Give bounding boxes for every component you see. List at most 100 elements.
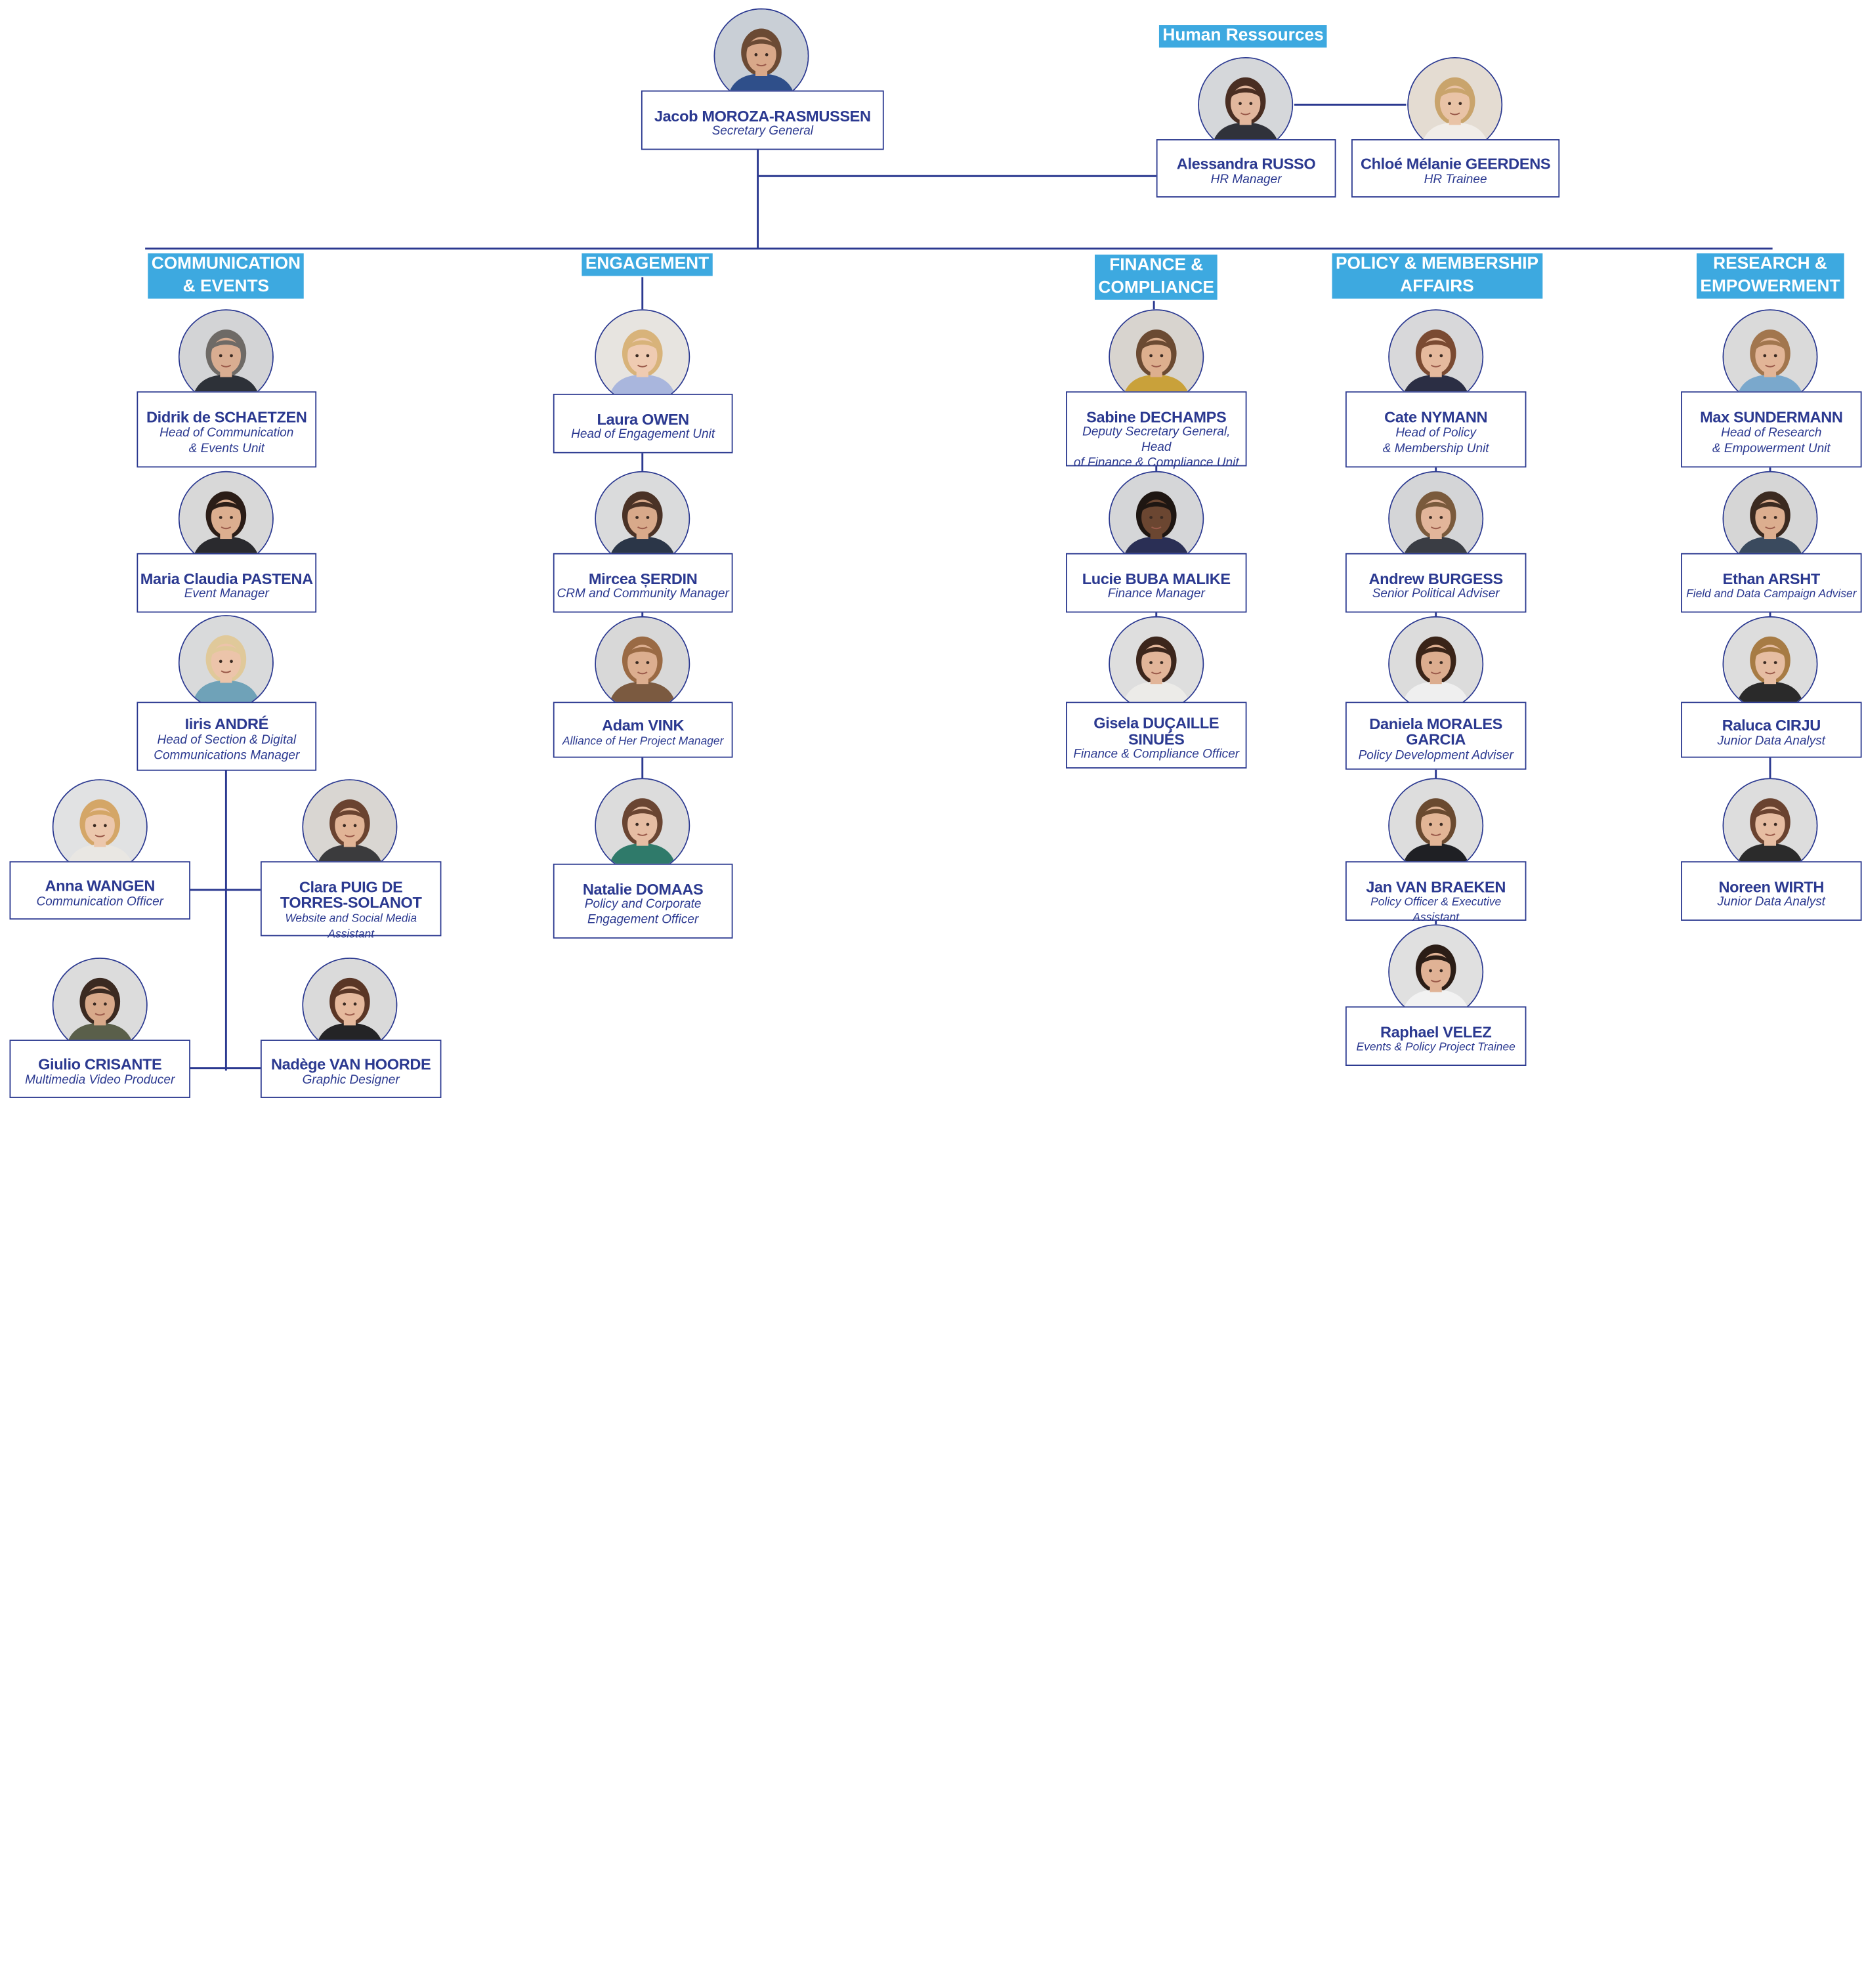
person-name: Raluca CIRJU [1722, 716, 1821, 734]
person-name: Sabine DECHAMPS [1086, 408, 1227, 426]
person-name: Iiris ANDRÉ [184, 715, 269, 733]
person-name: Gisela DUÇAILLE [1093, 713, 1219, 732]
person-title: Policy Officer & Executive Assistant [1370, 896, 1502, 925]
portrait-icon [1409, 58, 1502, 152]
portrait-icon [1199, 58, 1292, 152]
department-heading-line: & EVENTS [182, 277, 270, 297]
portrait-icon [179, 310, 273, 404]
person-title: Head of Research [1721, 425, 1822, 440]
person-name: Laura OWEN [597, 410, 689, 429]
person-name: Lucie BUBA MALIKE [1082, 569, 1231, 587]
department-heading-line: COMMUNICATION [151, 254, 301, 274]
avatar-daniela [1388, 616, 1484, 711]
avatar-clara [302, 779, 398, 875]
avatar-andrew [1388, 471, 1484, 566]
person-name: Jan VAN BRAEKEN [1366, 878, 1506, 896]
portrait-icon [53, 780, 146, 874]
avatar-adam [595, 616, 690, 711]
avatar-cate [1388, 309, 1484, 405]
portrait-icon [179, 616, 273, 709]
department-heading-line: POLICY & MEMBERSHIP [1335, 254, 1539, 274]
portrait-icon [715, 9, 808, 102]
person-name: Chloé Mélanie GEERDENS [1360, 155, 1551, 173]
person-title: Junior Data Analyst [1717, 895, 1825, 910]
person-name: Daniela MORALES [1369, 714, 1503, 732]
person-title: of Finance & Compliance Unit [1073, 455, 1239, 471]
portrait-icon [1724, 617, 1817, 711]
avatar-nadege [302, 958, 398, 1053]
person-title: Graphic Designer [302, 1072, 400, 1088]
portrait-icon [1389, 310, 1483, 404]
portrait-icon [596, 779, 689, 872]
portrait-icon [596, 310, 689, 404]
avatar-anna [52, 779, 148, 875]
department-heading-res: RESEARCH & EMPOWERMENT [1696, 253, 1844, 299]
portrait-icon [596, 617, 689, 711]
person-name: Raphael VELEZ [1380, 1023, 1492, 1041]
portrait-icon [303, 958, 396, 1052]
person-title: Engagement Officer [587, 912, 699, 927]
person-name: Natalie DOMAAS [582, 879, 704, 898]
portrait-icon [303, 780, 396, 874]
avatar-laura [595, 309, 690, 405]
department-heading-line: FINANCE & [1109, 255, 1204, 275]
department-heading-line: ENGAGEMENT [585, 254, 710, 274]
portrait-icon [179, 472, 273, 565]
portrait-icon [1724, 779, 1817, 872]
department-heading-line: Human Ressources [1162, 26, 1324, 45]
person-name: Adam VINK [602, 716, 685, 734]
person-title: Junior Data Analyst [1717, 733, 1825, 748]
person-title: Events & Policy Project Trainee [1356, 1041, 1515, 1055]
avatar-noreen [1722, 778, 1818, 874]
person-title: Finance Manager [1107, 587, 1205, 601]
portrait-icon [1389, 925, 1483, 1019]
person-title: Senior Political Adviser [1372, 587, 1500, 601]
person-name: Nadège VAN HOORDE [270, 1055, 431, 1074]
avatar-mircea [595, 471, 690, 566]
department-heading-line: RESEARCH & [1713, 254, 1827, 274]
person-title: Communications Manager [154, 748, 300, 763]
person-name: Jacob MOROZA-RASMUSSEN [654, 106, 871, 125]
person-title: HR Manager [1210, 172, 1282, 187]
person-name: Andrew BURGESS [1368, 569, 1503, 587]
department-heading-line: EMPOWERMENT [1700, 277, 1840, 297]
person-title: Secretary General [711, 123, 814, 138]
person-title: Deputy Secretary General, Head [1082, 425, 1231, 455]
avatar-raluca [1722, 616, 1818, 711]
avatar-sabine [1109, 309, 1204, 405]
person-title: Multimedia Video Producer [25, 1072, 175, 1088]
person-name: Clara PUIG DE [299, 877, 403, 895]
person-name: Giulio CRISANTE [38, 1055, 162, 1074]
person-title: CRM and Community Manager [557, 587, 729, 601]
person-name: Didrik de SCHAETZEN [146, 408, 307, 427]
portrait-icon [53, 958, 146, 1052]
portrait-icon [1389, 617, 1483, 711]
department-heading-line: COMPLIANCE [1098, 278, 1215, 298]
portrait-icon [1110, 617, 1203, 711]
avatar-jacob [713, 8, 809, 104]
person-title: Head of Section & Digital [157, 732, 297, 747]
person-name: Max SUNDERMANN [1700, 408, 1843, 427]
portrait-icon [1110, 310, 1203, 404]
person-title: Head of Engagement Unit [571, 427, 715, 442]
avatar-maria [178, 471, 274, 566]
portrait-icon [1724, 310, 1817, 404]
